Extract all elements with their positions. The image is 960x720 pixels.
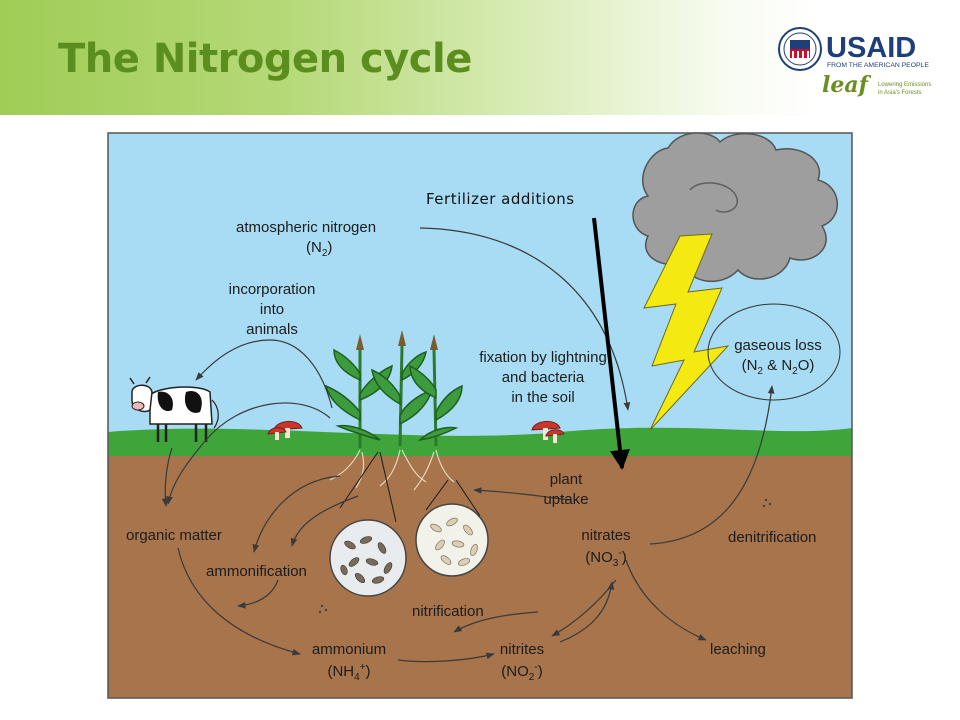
svg-text:uptake: uptake xyxy=(543,491,588,508)
svg-text:(NH4+): (NH4+) xyxy=(327,662,370,683)
svg-text:(N2): (N2) xyxy=(306,239,332,259)
svg-text:fixation by lightning: fixation by lightning xyxy=(479,349,607,366)
usaid-tagline: FROM THE AMERICAN PEOPLE xyxy=(827,62,929,69)
label-leaching: leaching xyxy=(710,641,766,658)
corn-plants-icon xyxy=(324,345,463,448)
svg-text:(N2 & N2O): (N2 & N2O) xyxy=(742,357,815,377)
svg-text:nitrates: nitrates xyxy=(581,527,630,544)
usaid-leaf-logo: USAID FROM THE AMERICAN PEOPLE leaf Lowe… xyxy=(778,27,931,98)
svg-text:into: into xyxy=(260,301,284,318)
label-ammonium: ammonium (NH4+) xyxy=(312,641,386,683)
cow-icon xyxy=(129,376,219,442)
cycle-arrows xyxy=(161,227,775,663)
leaf-tagline-1: Lowering Emissions xyxy=(878,82,931,88)
gaseous-loss-outline xyxy=(707,303,841,401)
label-fixation: fixation by lightning and bacteria in th… xyxy=(479,349,607,406)
soil-area xyxy=(108,456,852,698)
label-gaseous-loss: gaseous loss (N2 & N2O) xyxy=(734,337,822,377)
svg-text:nitrites: nitrites xyxy=(500,641,544,658)
svg-text:and bacteria: and bacteria xyxy=(502,369,585,386)
label-plant-uptake: plant uptake xyxy=(543,471,588,508)
mushroom-icon-left xyxy=(267,421,303,440)
label-organic-matter: organic matter xyxy=(126,527,222,544)
usaid-wordmark: USAID xyxy=(826,32,916,64)
fertilizer-additions-label: Fertilizer additions xyxy=(426,190,575,208)
label-nitrification: nitrification xyxy=(412,603,484,620)
cloud-swirl xyxy=(689,182,739,213)
svg-text:incorporation: incorporation xyxy=(229,281,316,298)
diagram-frame xyxy=(107,132,853,699)
label-nitrites: nitrites (NO2-) xyxy=(500,641,544,683)
leaf-tagline-2: in Asia's Forests xyxy=(878,90,922,96)
plant-roots xyxy=(329,449,455,491)
svg-text:(NO2-): (NO2-) xyxy=(501,662,542,683)
title-bar: The Nitrogen cycle USAID FROM THE AMERIC… xyxy=(0,0,960,115)
svg-text:(NO3-): (NO3-) xyxy=(585,548,626,569)
mushroom-icon-right xyxy=(531,421,565,443)
lightning-icon xyxy=(643,233,730,431)
usaid-seal-icon xyxy=(778,27,822,71)
label-ammonification: ammonification xyxy=(206,563,307,580)
fertilizer-arrow xyxy=(592,217,630,470)
label-denitrification: denitrification xyxy=(728,529,816,546)
svg-text:ammonium: ammonium xyxy=(312,641,386,658)
label-nitrates: nitrates (NO3-) xyxy=(581,527,630,569)
bacteria-circle-left xyxy=(329,451,407,597)
grass-strip xyxy=(108,427,852,458)
svg-text:gaseous loss: gaseous loss xyxy=(734,337,822,354)
label-incorporation-into-animals: incorporation into animals xyxy=(229,281,316,338)
svg-text:atmospheric nitrogen: atmospheric nitrogen xyxy=(236,219,376,236)
leaf-wordmark: leaf xyxy=(822,72,872,98)
corn-tassel-icons xyxy=(356,330,438,350)
label-atmospheric-nitrogen: atmospheric nitrogen (N2) xyxy=(236,219,376,259)
svg-text:plant: plant xyxy=(550,471,583,488)
particle-dots xyxy=(318,498,772,614)
svg-text:in the soil: in the soil xyxy=(511,389,574,406)
slide-title: The Nitrogen cycle xyxy=(58,36,472,82)
bacteria-circle-right xyxy=(415,479,489,577)
svg-text:animals: animals xyxy=(246,321,298,338)
